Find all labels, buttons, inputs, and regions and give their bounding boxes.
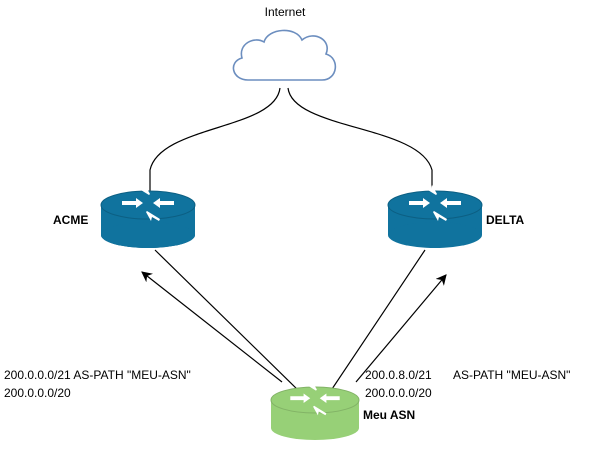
- acme-label: ACME: [53, 213, 88, 227]
- acme-advertisement-line2: 200.0.0.0/20: [4, 386, 71, 400]
- internet-node: Internet: [232, 5, 337, 81]
- link-delta-meuasn: [329, 249, 426, 393]
- advertise-arrow-delta: [355, 274, 447, 383]
- link-internet-delta: [287, 87, 433, 192]
- meu-asn-label: Meu ASN: [363, 408, 415, 422]
- cloud-icon: [232, 29, 337, 81]
- delta-label: DELTA: [486, 213, 525, 227]
- router-icon: [270, 381, 360, 440]
- internet-label: Internet: [265, 5, 306, 19]
- link-acme-meuasn: [154, 249, 301, 393]
- delta-advertisement-prefix1: 200.0.8.0/21: [365, 368, 432, 382]
- delta-advertisement-prefix2: 200.0.0.0/20: [365, 386, 432, 400]
- link-internet-acme: [149, 87, 281, 192]
- router-icon: [100, 185, 196, 248]
- router-acme: ACME: [53, 185, 196, 248]
- acme-advertisement-line1: 200.0.0.0/21 AS-PATH "MEU-ASN": [4, 368, 191, 382]
- advertise-arrow-acme: [141, 271, 283, 383]
- router-meu-asn: Meu ASN: [270, 381, 415, 440]
- delta-advertisement-aspath: AS-PATH "MEU-ASN": [453, 368, 570, 382]
- router-delta: DELTA: [387, 185, 525, 248]
- router-icon: [387, 185, 483, 248]
